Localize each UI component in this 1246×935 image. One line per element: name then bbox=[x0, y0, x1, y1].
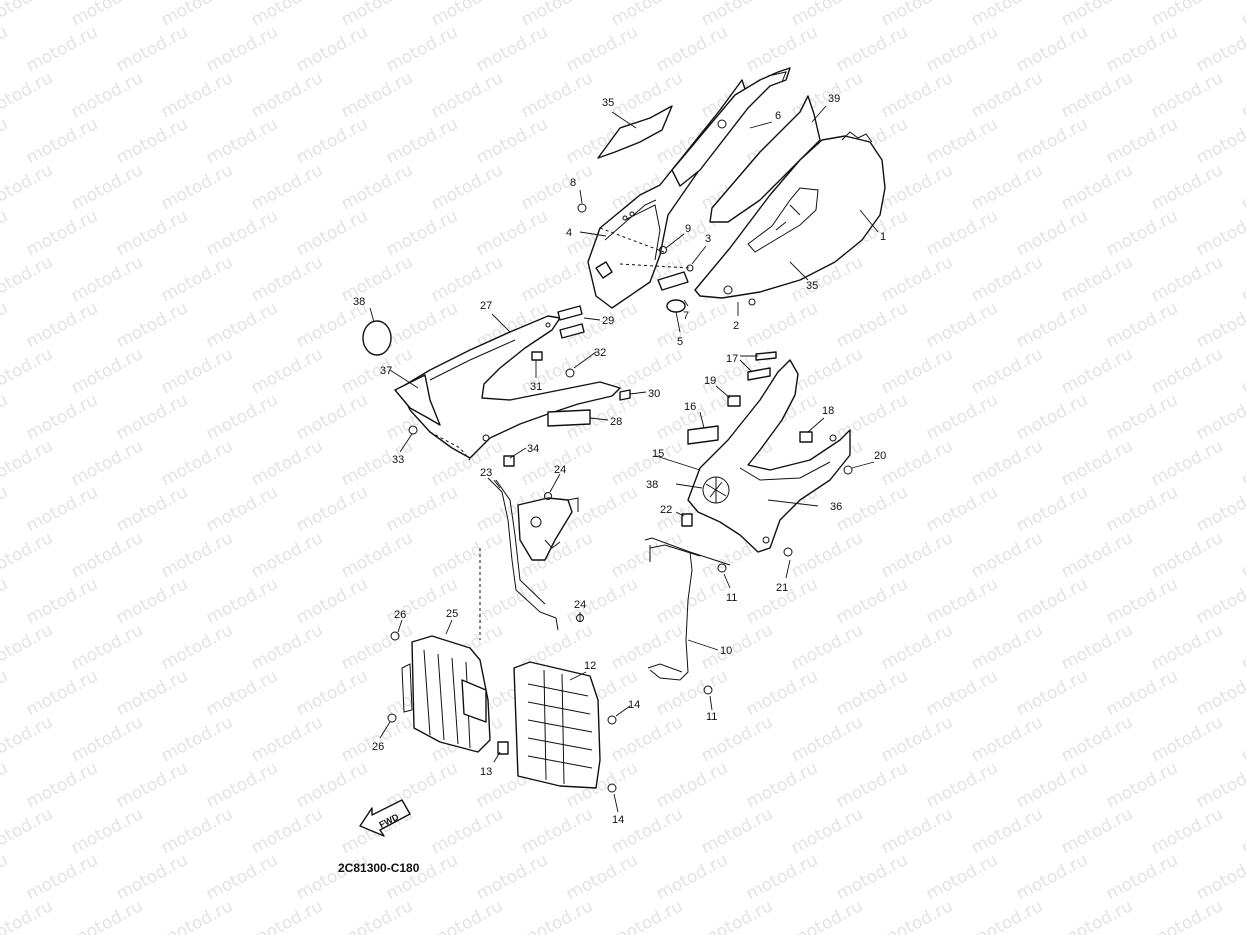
callout-34: 34 bbox=[527, 443, 539, 455]
callout-35: 35 bbox=[806, 280, 818, 292]
callout-22: 22 bbox=[660, 504, 672, 516]
callout-11: 11 bbox=[726, 592, 737, 604]
callout-37: 37 bbox=[380, 365, 392, 377]
callout-14: 14 bbox=[612, 814, 624, 826]
callout-24: 24 bbox=[574, 599, 586, 611]
callout-38: 38 bbox=[646, 479, 658, 491]
callout-26: 26 bbox=[394, 609, 406, 621]
part-38-emblem-left bbox=[362, 320, 392, 356]
callout-35: 35 bbox=[602, 97, 614, 109]
callout-24: 24 bbox=[554, 464, 566, 476]
part-35-decal-upper bbox=[597, 105, 673, 159]
callout-25: 25 bbox=[446, 608, 458, 620]
part-27-side-panel bbox=[399, 315, 621, 459]
part-10-bracket bbox=[644, 537, 731, 681]
callout-16: 16 bbox=[684, 401, 696, 413]
callout-11: 11 bbox=[706, 711, 717, 723]
callout-26: 26 bbox=[372, 741, 384, 753]
callout-14: 14 bbox=[628, 699, 640, 711]
callout-5: 5 bbox=[677, 336, 683, 348]
part-39-insert bbox=[709, 95, 821, 223]
callout-17: 17 bbox=[726, 353, 738, 365]
diagram-code: 2C81300-C180 bbox=[338, 861, 420, 875]
callout-12: 12 bbox=[584, 660, 596, 672]
fwd-arrow-icon: FWD bbox=[359, 799, 411, 837]
callout-23: 23 bbox=[480, 467, 492, 479]
callout-27: 27 bbox=[480, 300, 492, 312]
callout-38: 38 bbox=[353, 296, 365, 308]
callout-30: 30 bbox=[648, 388, 660, 400]
part-35-decal-lower bbox=[747, 187, 819, 253]
callout-9: 9 bbox=[685, 223, 691, 235]
callout-20: 20 bbox=[874, 450, 886, 462]
part-25-louver bbox=[411, 635, 491, 753]
callout-32: 32 bbox=[594, 347, 606, 359]
callout-8: 8 bbox=[570, 177, 576, 189]
callout-13: 13 bbox=[480, 766, 492, 778]
part-1-side-cover bbox=[694, 135, 886, 299]
callout-18: 18 bbox=[822, 405, 834, 417]
callout-21: 21 bbox=[776, 582, 788, 594]
callout-28: 28 bbox=[610, 416, 622, 428]
callout-39: 39 bbox=[828, 93, 840, 105]
callout-36: 36 bbox=[830, 501, 842, 513]
callout-6: 6 bbox=[775, 110, 781, 122]
part-23-bracket bbox=[487, 477, 559, 631]
callout-3: 3 bbox=[705, 233, 711, 245]
callout-19: 19 bbox=[704, 375, 716, 387]
callout-2: 2 bbox=[733, 320, 739, 332]
callout-31: 31 bbox=[530, 381, 542, 393]
callout-29: 29 bbox=[602, 315, 614, 327]
callout-15: 15 bbox=[652, 448, 664, 460]
callout-33: 33 bbox=[392, 454, 404, 466]
callout-1: 1 bbox=[880, 231, 886, 243]
part-15-shroud bbox=[687, 359, 851, 553]
callout-7: 7 bbox=[683, 310, 689, 322]
callout-4: 4 bbox=[566, 227, 572, 239]
callout-10: 10 bbox=[720, 645, 732, 657]
